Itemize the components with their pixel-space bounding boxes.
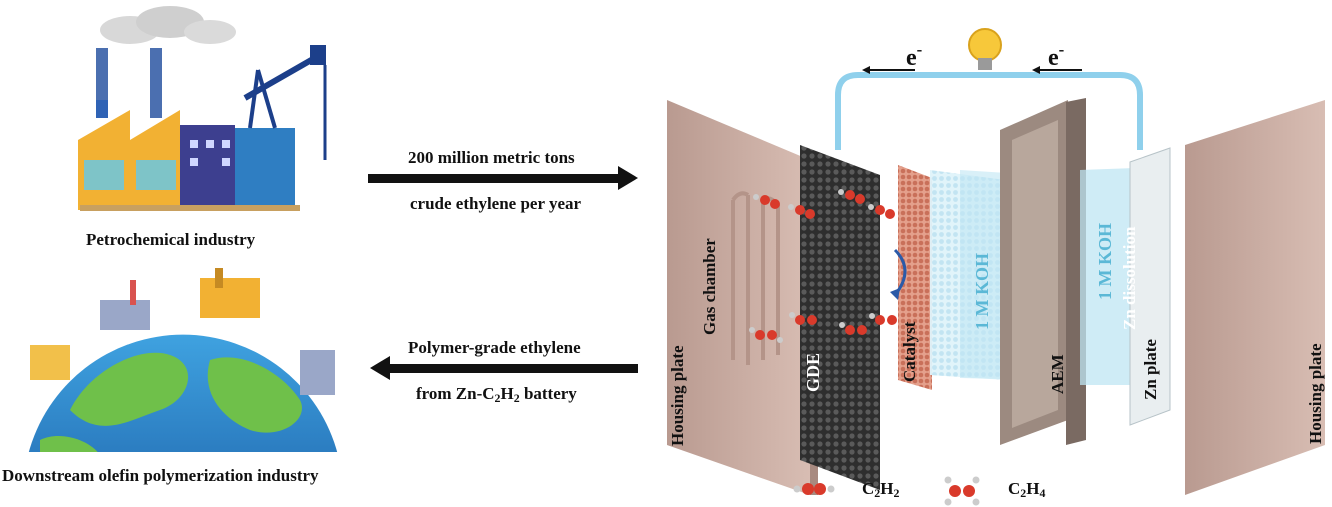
gas-chamber-channels [731, 191, 780, 365]
catalyst-layer [898, 165, 932, 390]
electron-label-left: e- [906, 40, 923, 72]
arrow-bottom-line2: from Zn-C2H2 battery [416, 384, 577, 405]
downstream-caption: Downstream olefin polymerization industr… [2, 466, 319, 485]
koh-left-label: 1 M KOH [972, 253, 992, 330]
aem-label: AEM [1048, 354, 1067, 394]
zn-plate-label: Zn plate [1141, 339, 1160, 400]
gde-layer [800, 145, 880, 490]
external-wire [835, 72, 1143, 150]
petrochemical-caption: Petrochemical industry [86, 230, 256, 249]
gde-label: GDE [803, 352, 823, 392]
gas-chamber-label: Gas chamber [700, 238, 719, 335]
globe-illustration [0, 268, 360, 456]
electron-arrow-right [1032, 66, 1082, 74]
legend-c2h4-label: C2H4 [1008, 479, 1046, 500]
molecules-bottom [749, 312, 897, 343]
housing-plate-right-label: Housing plate [1306, 343, 1325, 444]
electron-label-right: e- [1048, 40, 1065, 72]
molecules-top [753, 189, 895, 219]
arrow-top-line1: 200 million metric tons [408, 148, 575, 167]
arrow-left [370, 356, 638, 380]
zn-dissolution-label: Zn dissolution [1120, 226, 1139, 330]
arrow-right [368, 166, 638, 190]
factory-illustration [78, 6, 327, 211]
electrolyte-right [1080, 168, 1135, 385]
housing-plate-right [1185, 100, 1325, 495]
legend-c2h4-molecule [944, 476, 980, 506]
arrow-top-line2: crude ethylene per year [410, 194, 582, 213]
arrow-bottom-line1: Polymer-grade ethylene [408, 338, 581, 357]
legend-c2h2-label: C2H2 [862, 479, 900, 500]
legend-c2h2-molecule [793, 483, 835, 495]
light-bulb-icon [968, 28, 1002, 70]
zn-plate [1129, 147, 1171, 426]
catalyst-label: Catalyst [900, 321, 919, 382]
koh-right-label: 1 M KOH [1095, 223, 1115, 300]
housing-plate-left [667, 100, 810, 495]
housing-plate-left-label: Housing plate [668, 345, 687, 446]
electron-arrow-left [862, 66, 915, 74]
